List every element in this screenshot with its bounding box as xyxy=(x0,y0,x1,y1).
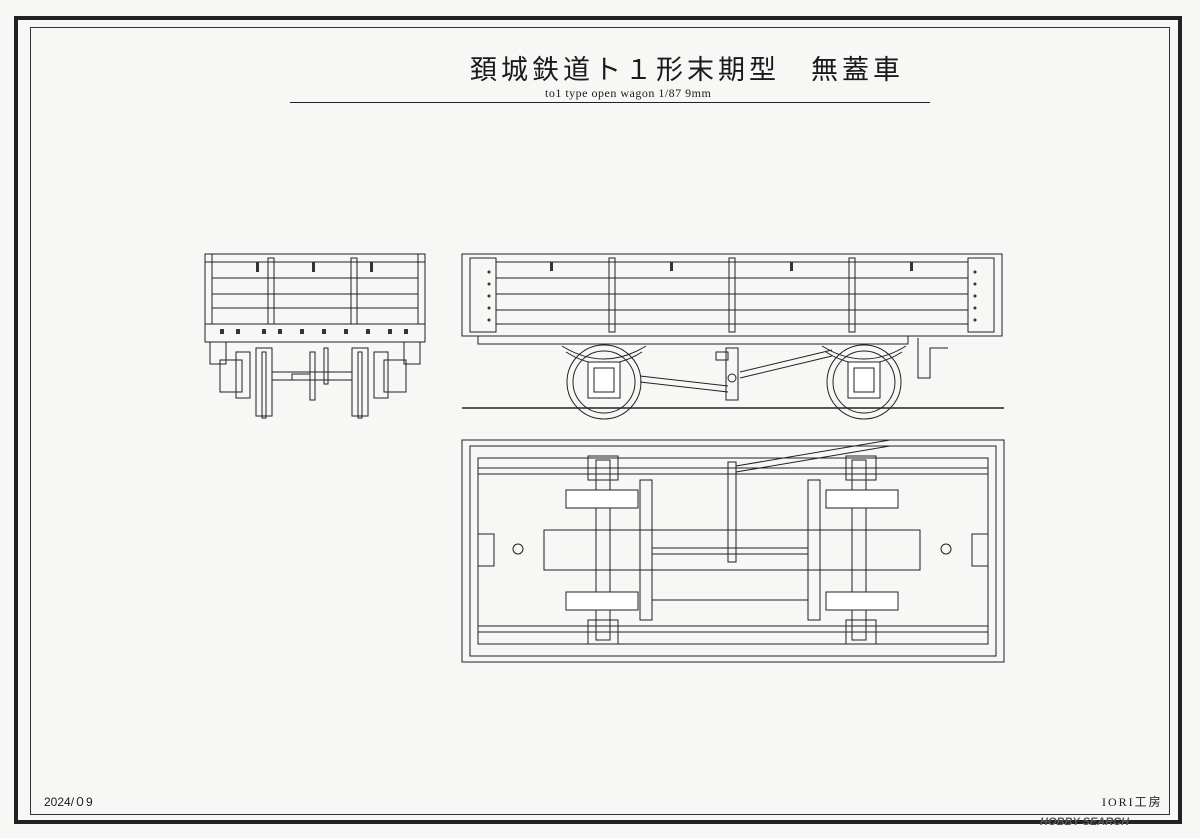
drawing-title: 頚城鉄道ト１形末期型 無蓋車 xyxy=(470,55,904,86)
drawing-date: 2024/０9 xyxy=(44,795,93,809)
end-view xyxy=(204,253,426,419)
title-underline xyxy=(290,102,930,103)
maker-name: IORI工房 xyxy=(1102,795,1163,809)
outer-border xyxy=(14,16,1182,824)
drawing-subtitle: to1 type open wagon 1/87 9mm xyxy=(545,86,712,100)
side-view xyxy=(461,253,1004,420)
plan-view xyxy=(461,439,1005,663)
watermark-logo: HOBBY SEARCH xyxy=(1040,816,1130,828)
inner-border xyxy=(30,27,1170,815)
